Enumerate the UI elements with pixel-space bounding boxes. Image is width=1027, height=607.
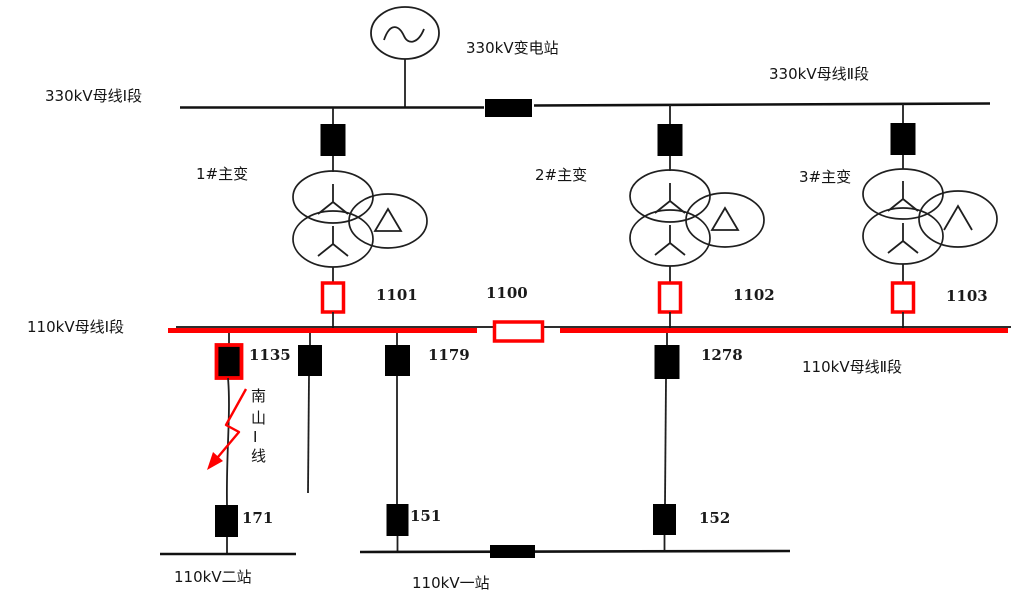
t3-hv-winding <box>862 168 944 220</box>
spare-line-conductor <box>307 375 310 494</box>
wye-symbol <box>654 183 686 214</box>
fault-lightning-icon <box>217 388 248 458</box>
station1-bus-tie-breaker <box>490 545 535 558</box>
station1-label: 110kV一站 <box>412 574 490 592</box>
breaker-1103-label: 1103 <box>946 287 988 305</box>
generator-icon <box>370 6 440 107</box>
t1-tertiary-winding <box>348 193 428 249</box>
bus-110kv-section2-label: 110kV母线Ⅱ段 <box>802 358 902 376</box>
breaker-1135-label: 1135 <box>249 346 291 364</box>
breaker-152-label: 152 <box>699 509 730 527</box>
transformer-2-label: 2#主变 <box>535 166 587 184</box>
bus-330kv-section2 <box>533 102 991 107</box>
wye-symbol <box>317 226 349 257</box>
station2-label: 110kV二站 <box>174 568 252 586</box>
bus-330kv-section2-label: 330kV母线Ⅱ段 <box>769 65 869 83</box>
transformer-1 <box>292 108 428 328</box>
breaker-1102-open <box>657 281 683 314</box>
feeder-1135-nanshan-line: 南 山 Ⅰ 线 <box>160 333 296 556</box>
line-conductor <box>664 378 667 505</box>
bus-tie-breaker-1100-open <box>492 320 545 343</box>
breaker-1179-closed <box>385 345 410 376</box>
breaker-1179-label: 1179 <box>428 346 470 364</box>
line-name-char: 线 <box>251 447 266 465</box>
station1-bus-group <box>359 545 791 558</box>
transformer-3 <box>862 104 998 328</box>
breaker-1103-open <box>890 281 916 314</box>
station-title: 330kV变电站 <box>466 39 559 57</box>
bus-110kv <box>168 320 1011 343</box>
feeder-spare <box>298 333 322 494</box>
t2-tertiary-winding <box>685 192 765 248</box>
t2-hv-winding <box>629 169 711 223</box>
feeder-1179 <box>385 333 410 552</box>
line-name-char: 山 <box>251 409 266 427</box>
breaker-1278-label: 1278 <box>701 346 743 364</box>
t1-hv-winding <box>292 170 374 224</box>
sine-wave-icon <box>383 26 425 43</box>
t2-hv-breaker-closed <box>657 124 683 156</box>
breaker-151-label: 151 <box>410 507 441 525</box>
feeder-1278 <box>653 333 680 551</box>
breaker-171-closed <box>215 505 238 537</box>
bus-110kv-section1-label: 110kV母线Ⅰ段 <box>27 318 124 336</box>
wye-symbol <box>887 181 919 212</box>
breaker-151-closed <box>386 504 409 536</box>
breaker-1278-closed <box>654 345 680 379</box>
breaker-152-closed <box>653 504 676 535</box>
line-name-char: Ⅰ <box>253 428 257 446</box>
nanshan-line-conductor <box>225 377 230 506</box>
delta-symbol <box>710 206 740 231</box>
spare-breaker-closed <box>298 345 322 376</box>
wye-symbol <box>654 225 686 256</box>
t3-hv-breaker-closed <box>890 123 916 155</box>
open-delta-symbol <box>943 204 973 231</box>
breaker-1135-closed-highlighted <box>214 343 244 380</box>
wye-symbol <box>317 184 349 215</box>
transformer-3-label: 3#主变 <box>799 168 851 186</box>
t1-hv-breaker-closed <box>320 124 346 156</box>
t3-tertiary-winding <box>918 190 998 248</box>
breaker-171-label: 171 <box>242 509 273 527</box>
delta-symbol <box>373 207 403 232</box>
bus-tie-330kv-breaker <box>485 99 532 117</box>
transformer-1-label: 1#主变 <box>196 165 248 183</box>
breaker-1101-label: 1101 <box>376 286 418 304</box>
bus-330kv-section1-label: 330kV母线Ⅰ段 <box>45 87 142 105</box>
breaker-1100-label: 1100 <box>486 284 528 302</box>
breaker-1101-open <box>320 281 346 314</box>
breaker-1102-label: 1102 <box>733 286 775 304</box>
transformer-2 <box>629 105 765 328</box>
fault-arrowhead-icon <box>207 452 223 470</box>
wye-symbol <box>887 223 919 254</box>
line-name-char: 南 <box>251 387 266 405</box>
generator-circle <box>370 6 440 60</box>
station1-bus <box>359 549 791 554</box>
